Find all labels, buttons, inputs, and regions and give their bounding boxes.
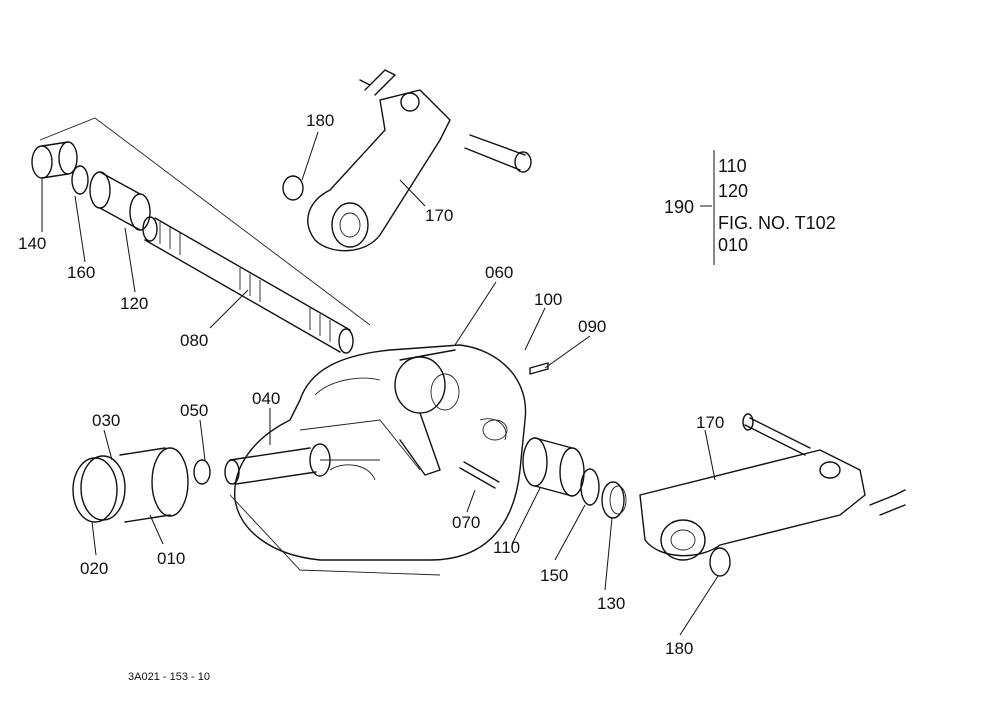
splined-shaft xyxy=(39,117,371,354)
callout-080: 080 xyxy=(180,331,208,350)
right-lift-arm xyxy=(639,413,906,577)
callout-100: 100 xyxy=(534,290,562,309)
top-lift-arm xyxy=(282,69,532,252)
cylinder-assembly xyxy=(72,447,211,523)
right-parts xyxy=(522,437,627,519)
callout-090: 090 xyxy=(578,317,606,336)
callout-170-top: 170 xyxy=(425,206,453,225)
assembly-note: 190 110 120 FIG. NO. T102 010 xyxy=(664,156,836,255)
piston xyxy=(224,443,380,485)
callout-140: 140 xyxy=(18,234,46,253)
assembly-item-1: 110 xyxy=(718,156,747,176)
callout-120: 120 xyxy=(120,294,148,313)
callout-030: 030 xyxy=(92,411,120,430)
top-left-parts xyxy=(31,141,151,231)
callout-060: 060 xyxy=(485,263,513,282)
assembly-item-2: 120 xyxy=(718,181,748,201)
callout-070: 070 xyxy=(452,513,480,532)
housing xyxy=(229,344,527,576)
drawing-number: 3A021 - 153 - 10 xyxy=(128,671,210,683)
callout-180-top: 180 xyxy=(306,111,334,130)
assembly-ref-190: 190 xyxy=(664,197,694,217)
callout-180-bottom: 180 xyxy=(665,639,693,658)
rocker-arm xyxy=(394,349,549,476)
callout-040: 040 xyxy=(252,389,280,408)
callout-110: 110 xyxy=(493,538,520,557)
callout-170-right: 170 xyxy=(696,413,724,432)
pin xyxy=(459,461,500,489)
assembly-item-3: FIG. NO. T102 xyxy=(718,213,836,233)
callout-130: 130 xyxy=(597,594,625,613)
callout-020: 020 xyxy=(80,559,108,578)
assembly-item-4: 010 xyxy=(718,235,748,255)
callout-160: 160 xyxy=(67,263,95,282)
callout-050: 050 xyxy=(180,401,208,420)
leader-lines xyxy=(41,131,719,636)
callout-010: 010 xyxy=(157,549,185,568)
callout-150: 150 xyxy=(540,566,568,585)
